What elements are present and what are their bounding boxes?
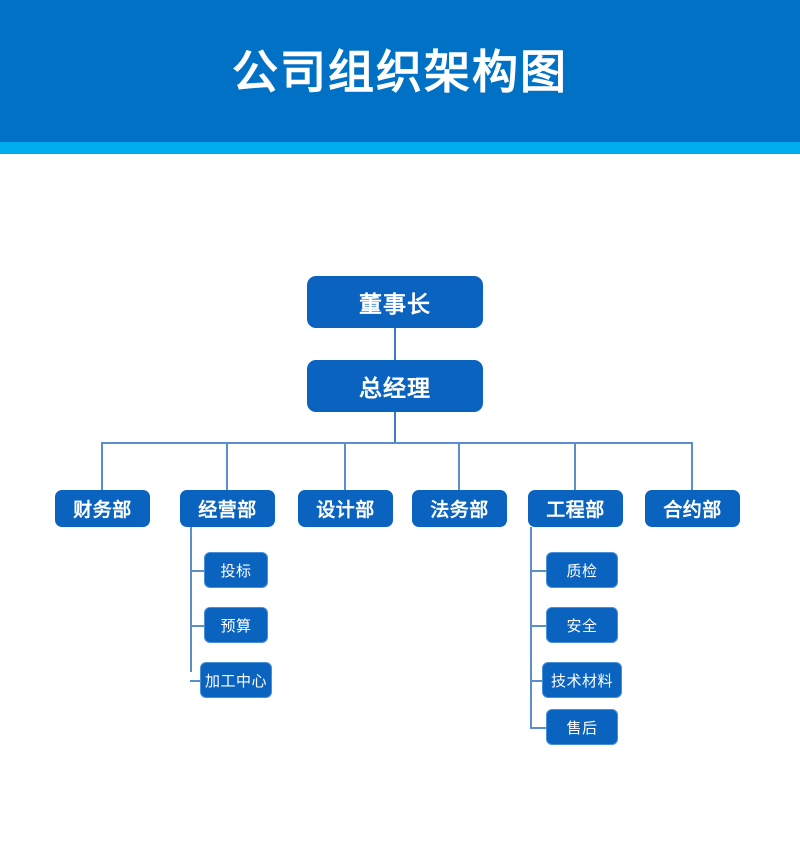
connector-drop-legal xyxy=(458,442,460,490)
node-department-operations[interactable]: 经营部 xyxy=(180,490,275,527)
connector-gm-drop xyxy=(394,412,396,442)
node-department-finance[interactable]: 财务部 xyxy=(55,490,150,527)
connector-operations-to-processing xyxy=(190,680,204,682)
connector-drop-contract xyxy=(691,442,693,490)
connector-engineering-to-quality xyxy=(530,570,546,572)
node-department-engineering[interactable]: 工程部 xyxy=(528,490,623,527)
header-accent-strip xyxy=(0,142,800,154)
connector-drop-engineering xyxy=(574,442,576,490)
node-department-legal[interactable]: 法务部 xyxy=(412,490,507,527)
node-subunit-technical-material[interactable]: 技术材料 xyxy=(542,662,622,698)
node-subunit-processing-center[interactable]: 加工中心 xyxy=(200,662,272,698)
header-banner: 公司组织架构图 xyxy=(0,0,800,142)
node-department-contract[interactable]: 合约部 xyxy=(645,490,740,527)
node-chairman[interactable]: 董事长 xyxy=(307,276,483,328)
connector-drop-finance xyxy=(101,442,103,490)
connector-drop-operations xyxy=(226,442,228,490)
connector-engineering-to-after-sales xyxy=(530,727,546,729)
connector-drop-design xyxy=(344,442,346,490)
connector-operations-trunk xyxy=(190,527,192,672)
node-department-design[interactable]: 设计部 xyxy=(298,490,393,527)
connector-engineering-to-safety xyxy=(530,625,546,627)
node-subunit-budget[interactable]: 预算 xyxy=(204,607,268,643)
node-subunit-quality-inspection[interactable]: 质检 xyxy=(546,552,618,588)
page-title: 公司组织架构图 xyxy=(232,45,568,99)
node-subunit-safety[interactable]: 安全 xyxy=(546,607,618,643)
connector-engineering-trunk xyxy=(530,527,532,727)
connector-engineering-to-tech-material xyxy=(530,680,546,682)
connector-operations-to-budget xyxy=(190,625,204,627)
connector-department-bus xyxy=(101,442,692,444)
node-general-manager[interactable]: 总经理 xyxy=(307,360,483,412)
connector-chairman-to-gm xyxy=(394,328,396,360)
node-subunit-after-sales[interactable]: 售后 xyxy=(546,709,618,745)
connector-operations-to-bidding xyxy=(190,570,204,572)
node-subunit-bidding[interactable]: 投标 xyxy=(204,552,268,588)
org-chart-canvas: 董事长 总经理 财务部 经营部 设计部 法务部 工程部 合约部 投标 预算 加工… xyxy=(0,154,800,843)
